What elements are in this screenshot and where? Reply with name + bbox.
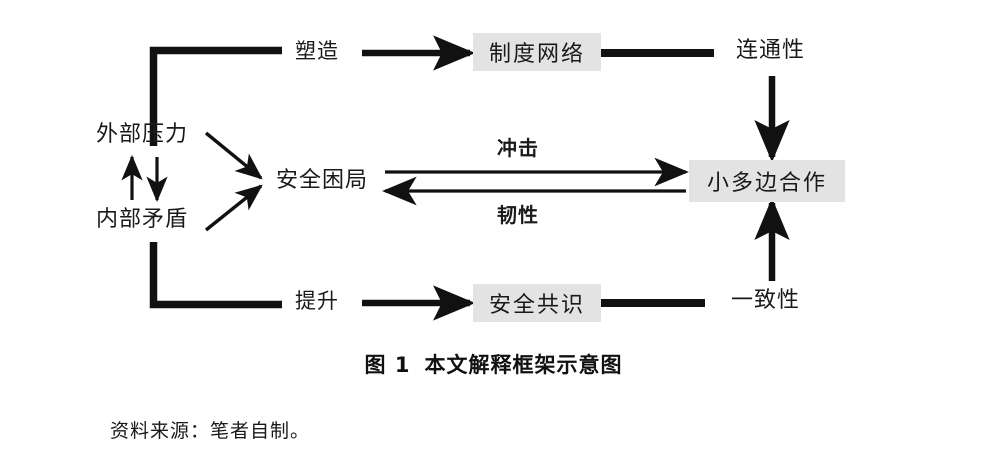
figure-caption: 图 1 本文解释框架示意图 — [0, 349, 987, 379]
node-internal-contradiction: 内部矛盾 — [96, 207, 189, 232]
figure-source-note: 资料来源：笔者自制。 — [110, 420, 311, 442]
edge-label-resilience: 韧性 — [497, 203, 539, 227]
edge-internal-to-dilemma — [204, 184, 263, 232]
node-security-dilemma: 安全困局 — [276, 168, 369, 193]
edge-external-to-dilemma — [204, 131, 263, 180]
node-consistency: 一致性 — [731, 288, 801, 313]
node-minilateral-cooperation: 小多边合作 — [689, 160, 845, 202]
left-bracket-bottom — [149, 242, 282, 309]
node-connectivity: 连通性 — [736, 38, 806, 63]
pressure-contradiction-arrows — [121, 154, 168, 203]
edge-label-impact: 冲击 — [497, 136, 539, 160]
figure-caption-number: 图 1 — [364, 353, 411, 377]
node-external-pressure: 外部压力 — [96, 122, 189, 147]
node-security-consensus: 安全共识 — [473, 284, 601, 322]
node-institutional-network: 制度网络 — [473, 33, 601, 71]
edge-label-elevate: 提升 — [295, 289, 339, 313]
edge-label-shape: 塑造 — [295, 39, 339, 63]
left-bracket-top — [149, 46, 282, 146]
figure-caption-title: 本文解释框架示意图 — [424, 353, 623, 377]
